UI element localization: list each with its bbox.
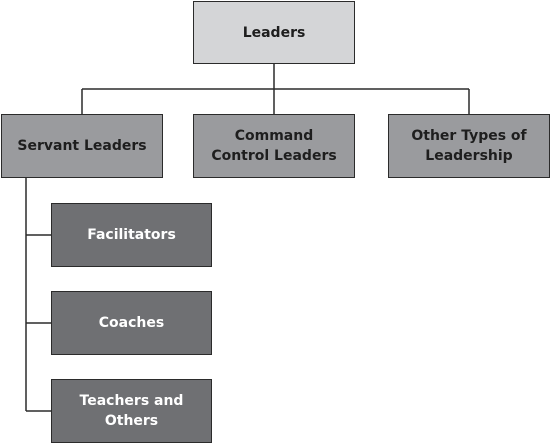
- node-leaders-label: Leaders: [242, 24, 306, 41]
- node-command-control-leaders-label: Command Control Leaders: [211, 128, 337, 164]
- node-command-control-leaders: Command Control Leaders: [193, 114, 355, 178]
- node-coaches-label: Coaches: [98, 315, 165, 331]
- node-leaders: Leaders: [193, 1, 355, 64]
- node-coaches: Coaches: [51, 291, 212, 355]
- node-facilitators: Facilitators: [51, 203, 212, 267]
- node-servant-leaders: Servant Leaders: [1, 114, 163, 178]
- node-other-types-label: Other Types of Leadership: [411, 128, 527, 164]
- node-teachers-and-others-label: Teachers and Others: [79, 393, 184, 429]
- node-teachers-and-others: Teachers and Others: [51, 379, 212, 443]
- node-servant-leaders-label: Servant Leaders: [17, 138, 147, 154]
- node-facilitators-label: Facilitators: [87, 227, 176, 243]
- node-other-types-of-leadership: Other Types of Leadership: [388, 114, 550, 178]
